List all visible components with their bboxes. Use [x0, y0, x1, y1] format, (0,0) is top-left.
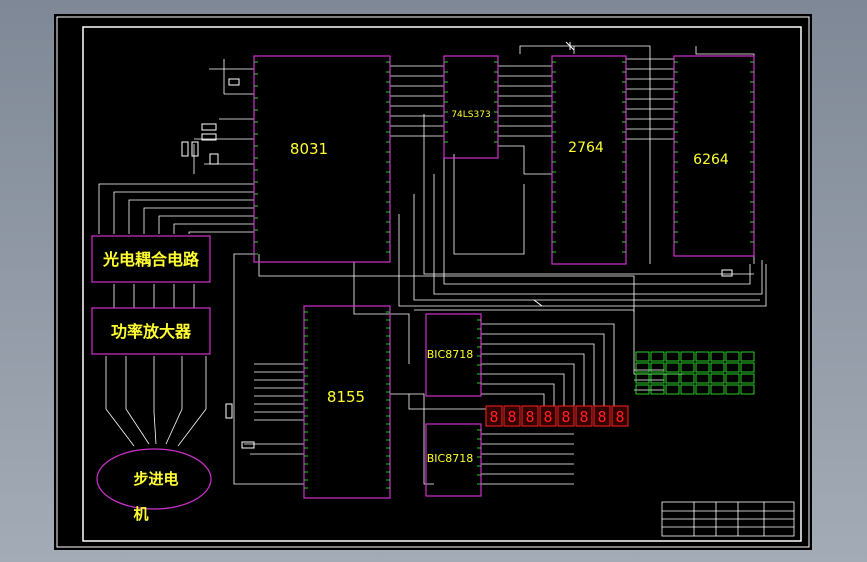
optocoupler-outline	[91, 235, 211, 283]
keypad-key	[665, 373, 680, 384]
keypad-key	[740, 373, 755, 384]
chip-2764-outline	[551, 55, 627, 265]
display-digit: 8	[489, 408, 498, 426]
keypad-key	[740, 384, 755, 395]
display-digit-cell	[557, 405, 575, 427]
keypad-key	[650, 373, 665, 384]
display-digit-cell	[503, 405, 521, 427]
chip-8155-label: 8155	[327, 388, 365, 406]
display-digit: 8	[525, 408, 534, 426]
keypad-key	[635, 384, 650, 395]
keypad-key	[665, 362, 680, 373]
display-digit-cell	[593, 405, 611, 427]
chip-8031-label: 8031	[290, 140, 328, 158]
display-digit-cell	[521, 405, 539, 427]
pin-ticks	[254, 61, 754, 489]
chip-driver-bottom-label: BIC8718	[427, 452, 473, 465]
chip-2764-label: 2764	[568, 140, 604, 156]
keypad-key	[665, 351, 680, 362]
display-digit: 8	[561, 408, 570, 426]
keypad-matrix	[635, 351, 755, 395]
keypad-key	[680, 351, 695, 362]
passive-components	[181, 78, 733, 449]
keypad-key	[680, 384, 695, 395]
keypad-key	[740, 362, 755, 373]
chip-driver-bottom-outline	[425, 423, 482, 497]
display-digit: 8	[543, 408, 552, 426]
keypad-key	[710, 384, 725, 395]
keypad-key	[710, 362, 725, 373]
amplifier-outline	[91, 307, 211, 355]
display-digit-cell	[539, 405, 557, 427]
display-digit: 8	[507, 408, 516, 426]
chip-6264-outline	[673, 55, 755, 257]
display-digit: 8	[597, 408, 606, 426]
chip-6264-label: 6264	[693, 152, 729, 168]
keypad-key	[650, 351, 665, 362]
motor-label-line1: 步进电	[133, 470, 178, 488]
chip-8031-outline	[253, 55, 391, 263]
motor-outline	[96, 448, 212, 510]
keypad-key	[635, 362, 650, 373]
keypad-key	[695, 373, 710, 384]
keypad-key	[695, 362, 710, 373]
chip-driver-top-label: BIC8718	[427, 348, 473, 361]
keypad-key	[725, 384, 740, 395]
display-digit-cell	[611, 405, 629, 427]
schematic: 8031 74LS373 2764 6264 8155 BIC8718 BIC8…	[56, 16, 810, 548]
keypad-key	[710, 373, 725, 384]
keypad-key	[725, 373, 740, 384]
chip-74ls373-outline	[443, 55, 499, 159]
keypad-key	[635, 351, 650, 362]
keypad-key	[680, 373, 695, 384]
chip-8155-outline	[303, 305, 391, 499]
keypad-key	[695, 384, 710, 395]
chip-74ls373-label: 74LS373	[451, 110, 490, 120]
inner-frame	[82, 26, 802, 542]
keypad-key	[635, 373, 650, 384]
display-digit-cell	[485, 405, 503, 427]
keypad-key	[710, 351, 725, 362]
chip-driver-top-outline	[425, 313, 482, 397]
display-digit: 8	[579, 408, 588, 426]
display-digit: 8	[615, 408, 624, 426]
motor-label-line2: 机	[133, 505, 148, 523]
amplifier-label: 功率放大器	[111, 322, 192, 341]
keypad-key	[680, 362, 695, 373]
junction-marks	[533, 41, 575, 307]
chip-outlines	[91, 55, 755, 510]
keypad-key	[740, 351, 755, 362]
keypad-key	[695, 351, 710, 362]
keypad-key	[725, 351, 740, 362]
wiring	[98, 45, 767, 485]
drawing-sheet: 8031 74LS373 2764 6264 8155 BIC8718 BIC8…	[54, 14, 812, 550]
keypad-key	[650, 384, 665, 395]
outer-frame	[56, 16, 810, 548]
display-digit-cell	[575, 405, 593, 427]
keypad-key	[650, 362, 665, 373]
keypad-key	[665, 384, 680, 395]
keypad-key	[725, 362, 740, 373]
title-block	[661, 501, 795, 537]
optocoupler-label: 光电耦合电路	[102, 250, 200, 269]
